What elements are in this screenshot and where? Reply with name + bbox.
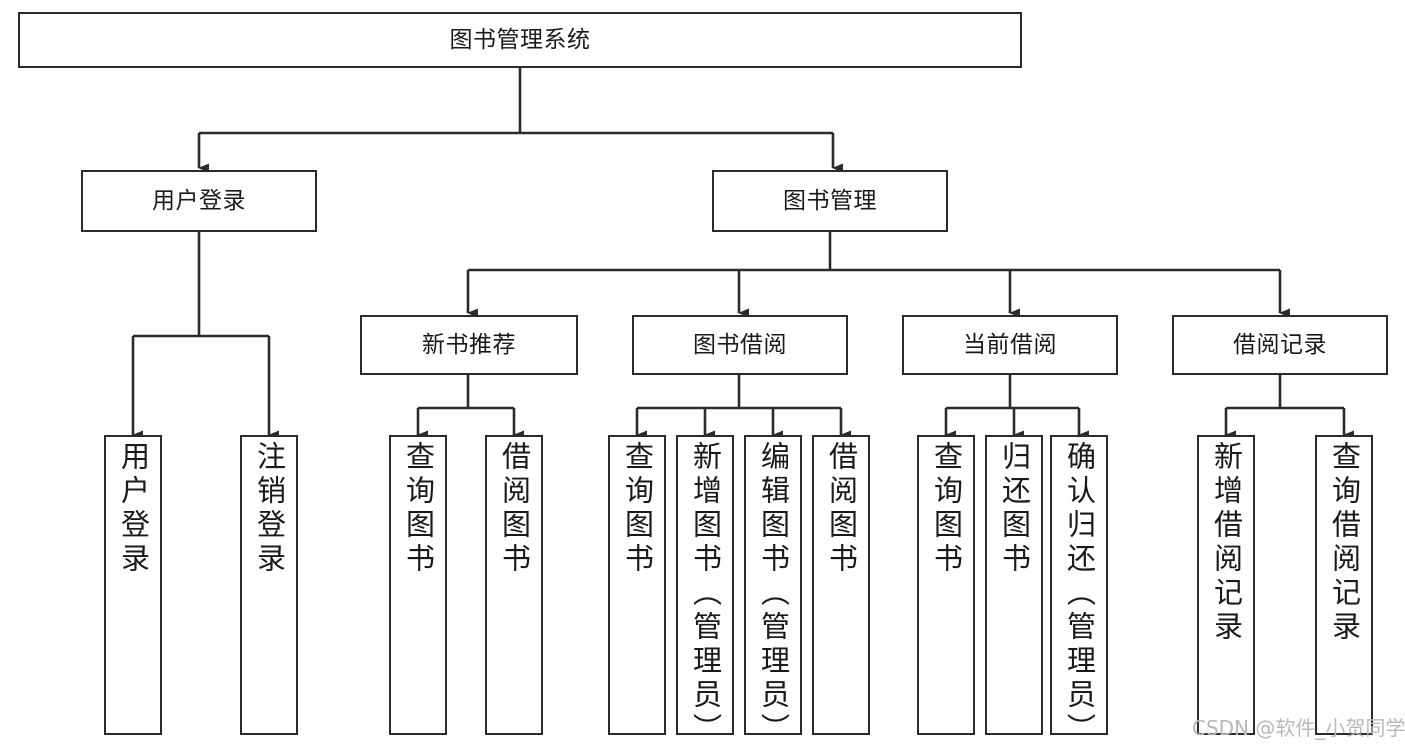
node-current-borrow[interactable]: 当前借阅 bbox=[902, 315, 1118, 375]
node-label: 借阅图书 bbox=[824, 441, 859, 577]
leaf-query-book-borrow[interactable]: 查询图书 bbox=[608, 435, 666, 735]
node-label: 图书管理 bbox=[783, 187, 877, 214]
node-label: 查询图书 bbox=[929, 441, 964, 577]
node-root-book-management-system[interactable]: 图书管理系统 bbox=[18, 12, 1022, 68]
leaf-user-login[interactable]: 用户登录 bbox=[104, 435, 162, 735]
leaf-edit-book-admin[interactable]: 编辑图书（管理员） bbox=[744, 435, 802, 747]
node-label: 新书推荐 bbox=[422, 331, 516, 358]
leaf-return-book[interactable]: 归还图书 bbox=[985, 435, 1043, 735]
node-label: 借阅记录 bbox=[1233, 331, 1327, 358]
node-label: 查询图书 bbox=[620, 441, 655, 577]
leaf-query-book-current[interactable]: 查询图书 bbox=[917, 435, 975, 735]
leaf-add-book-admin[interactable]: 新增图书（管理员） bbox=[676, 435, 734, 747]
node-label: 图书借阅 bbox=[693, 331, 787, 358]
node-label: 注销登录 bbox=[252, 441, 287, 577]
leaf-borrow-book-recommend[interactable]: 借阅图书 bbox=[485, 435, 543, 735]
node-label: 当前借阅 bbox=[963, 331, 1057, 358]
leaf-query-book-recommend[interactable]: 查询图书 bbox=[389, 435, 447, 735]
leaf-query-borrow-record[interactable]: 查询借阅记录 bbox=[1315, 435, 1373, 735]
node-label: 新增借阅记录 bbox=[1209, 441, 1244, 645]
node-label: 查询借阅记录 bbox=[1327, 441, 1362, 645]
node-book-borrow[interactable]: 图书借阅 bbox=[632, 315, 848, 375]
csdn-watermark: CSDN @软件_小贺同学 bbox=[1192, 716, 1405, 740]
node-label: 编辑图书（管理员） bbox=[756, 441, 791, 747]
node-book-management[interactable]: 图书管理 bbox=[712, 170, 948, 232]
node-label: 图书管理系统 bbox=[449, 26, 591, 53]
node-label: 查询图书 bbox=[401, 441, 436, 577]
node-user-login[interactable]: 用户登录 bbox=[81, 170, 317, 232]
node-label: 用户登录 bbox=[116, 441, 151, 577]
leaf-logout[interactable]: 注销登录 bbox=[240, 435, 298, 735]
node-label: 新增图书（管理员） bbox=[688, 441, 723, 747]
leaf-add-borrow-record[interactable]: 新增借阅记录 bbox=[1197, 435, 1255, 735]
node-label: 用户登录 bbox=[152, 187, 246, 214]
node-new-book-recommend[interactable]: 新书推荐 bbox=[360, 315, 578, 375]
leaf-borrow-book[interactable]: 借阅图书 bbox=[812, 435, 870, 735]
leaf-confirm-return-admin[interactable]: 确认归还（管理员） bbox=[1050, 435, 1108, 747]
node-borrow-record[interactable]: 借阅记录 bbox=[1172, 315, 1388, 375]
node-label: 借阅图书 bbox=[497, 441, 532, 577]
node-label: 归还图书 bbox=[997, 441, 1032, 577]
node-label: 确认归还（管理员） bbox=[1062, 441, 1097, 747]
